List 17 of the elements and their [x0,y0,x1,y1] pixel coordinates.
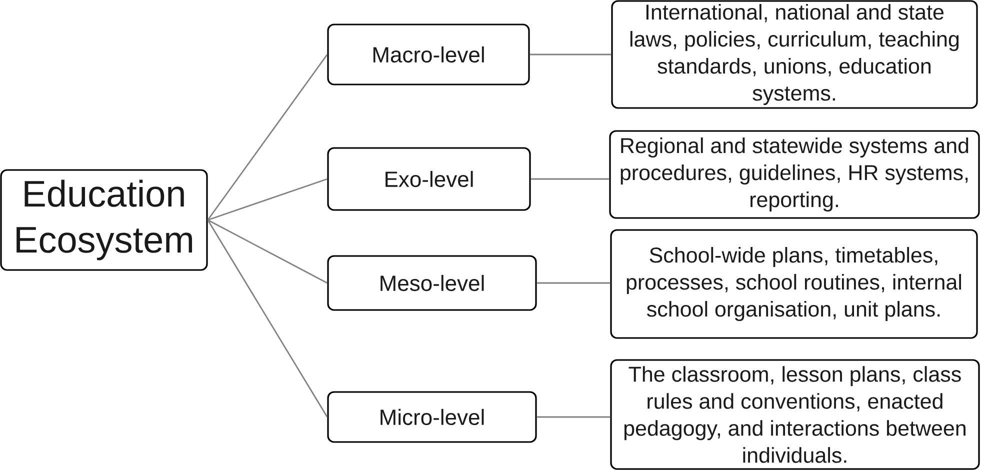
description-box: The classroom, lesson plans, class rules and conventions, enacted pedagogy, and interactions between individuals. [610,359,980,470]
level-box: Exo-level [327,147,531,211]
connector-line [208,178,328,221]
connector-line [536,416,610,418]
root-box: Education Ecosystem [0,169,208,271]
description-box: School-wide plans, timetables, processes, school routines, internal school organisation, unit plans. [610,229,978,339]
description-box: International, national and state laws, policies, curriculum, teaching standards, unions, education systems. [611,0,978,109]
connector-line [536,282,610,284]
connector-line [207,54,328,220]
connector-line [207,220,328,418]
level-box: Meso-level [327,255,537,311]
connector-line [530,178,610,180]
connector-line [207,219,328,284]
connector-line [530,54,612,56]
description-box: Regional and statewide systems and procedures, guidelines, HR systems, reporting. [609,130,980,219]
level-box: Macro-level [327,24,530,86]
level-box: Micro-level [327,391,537,443]
